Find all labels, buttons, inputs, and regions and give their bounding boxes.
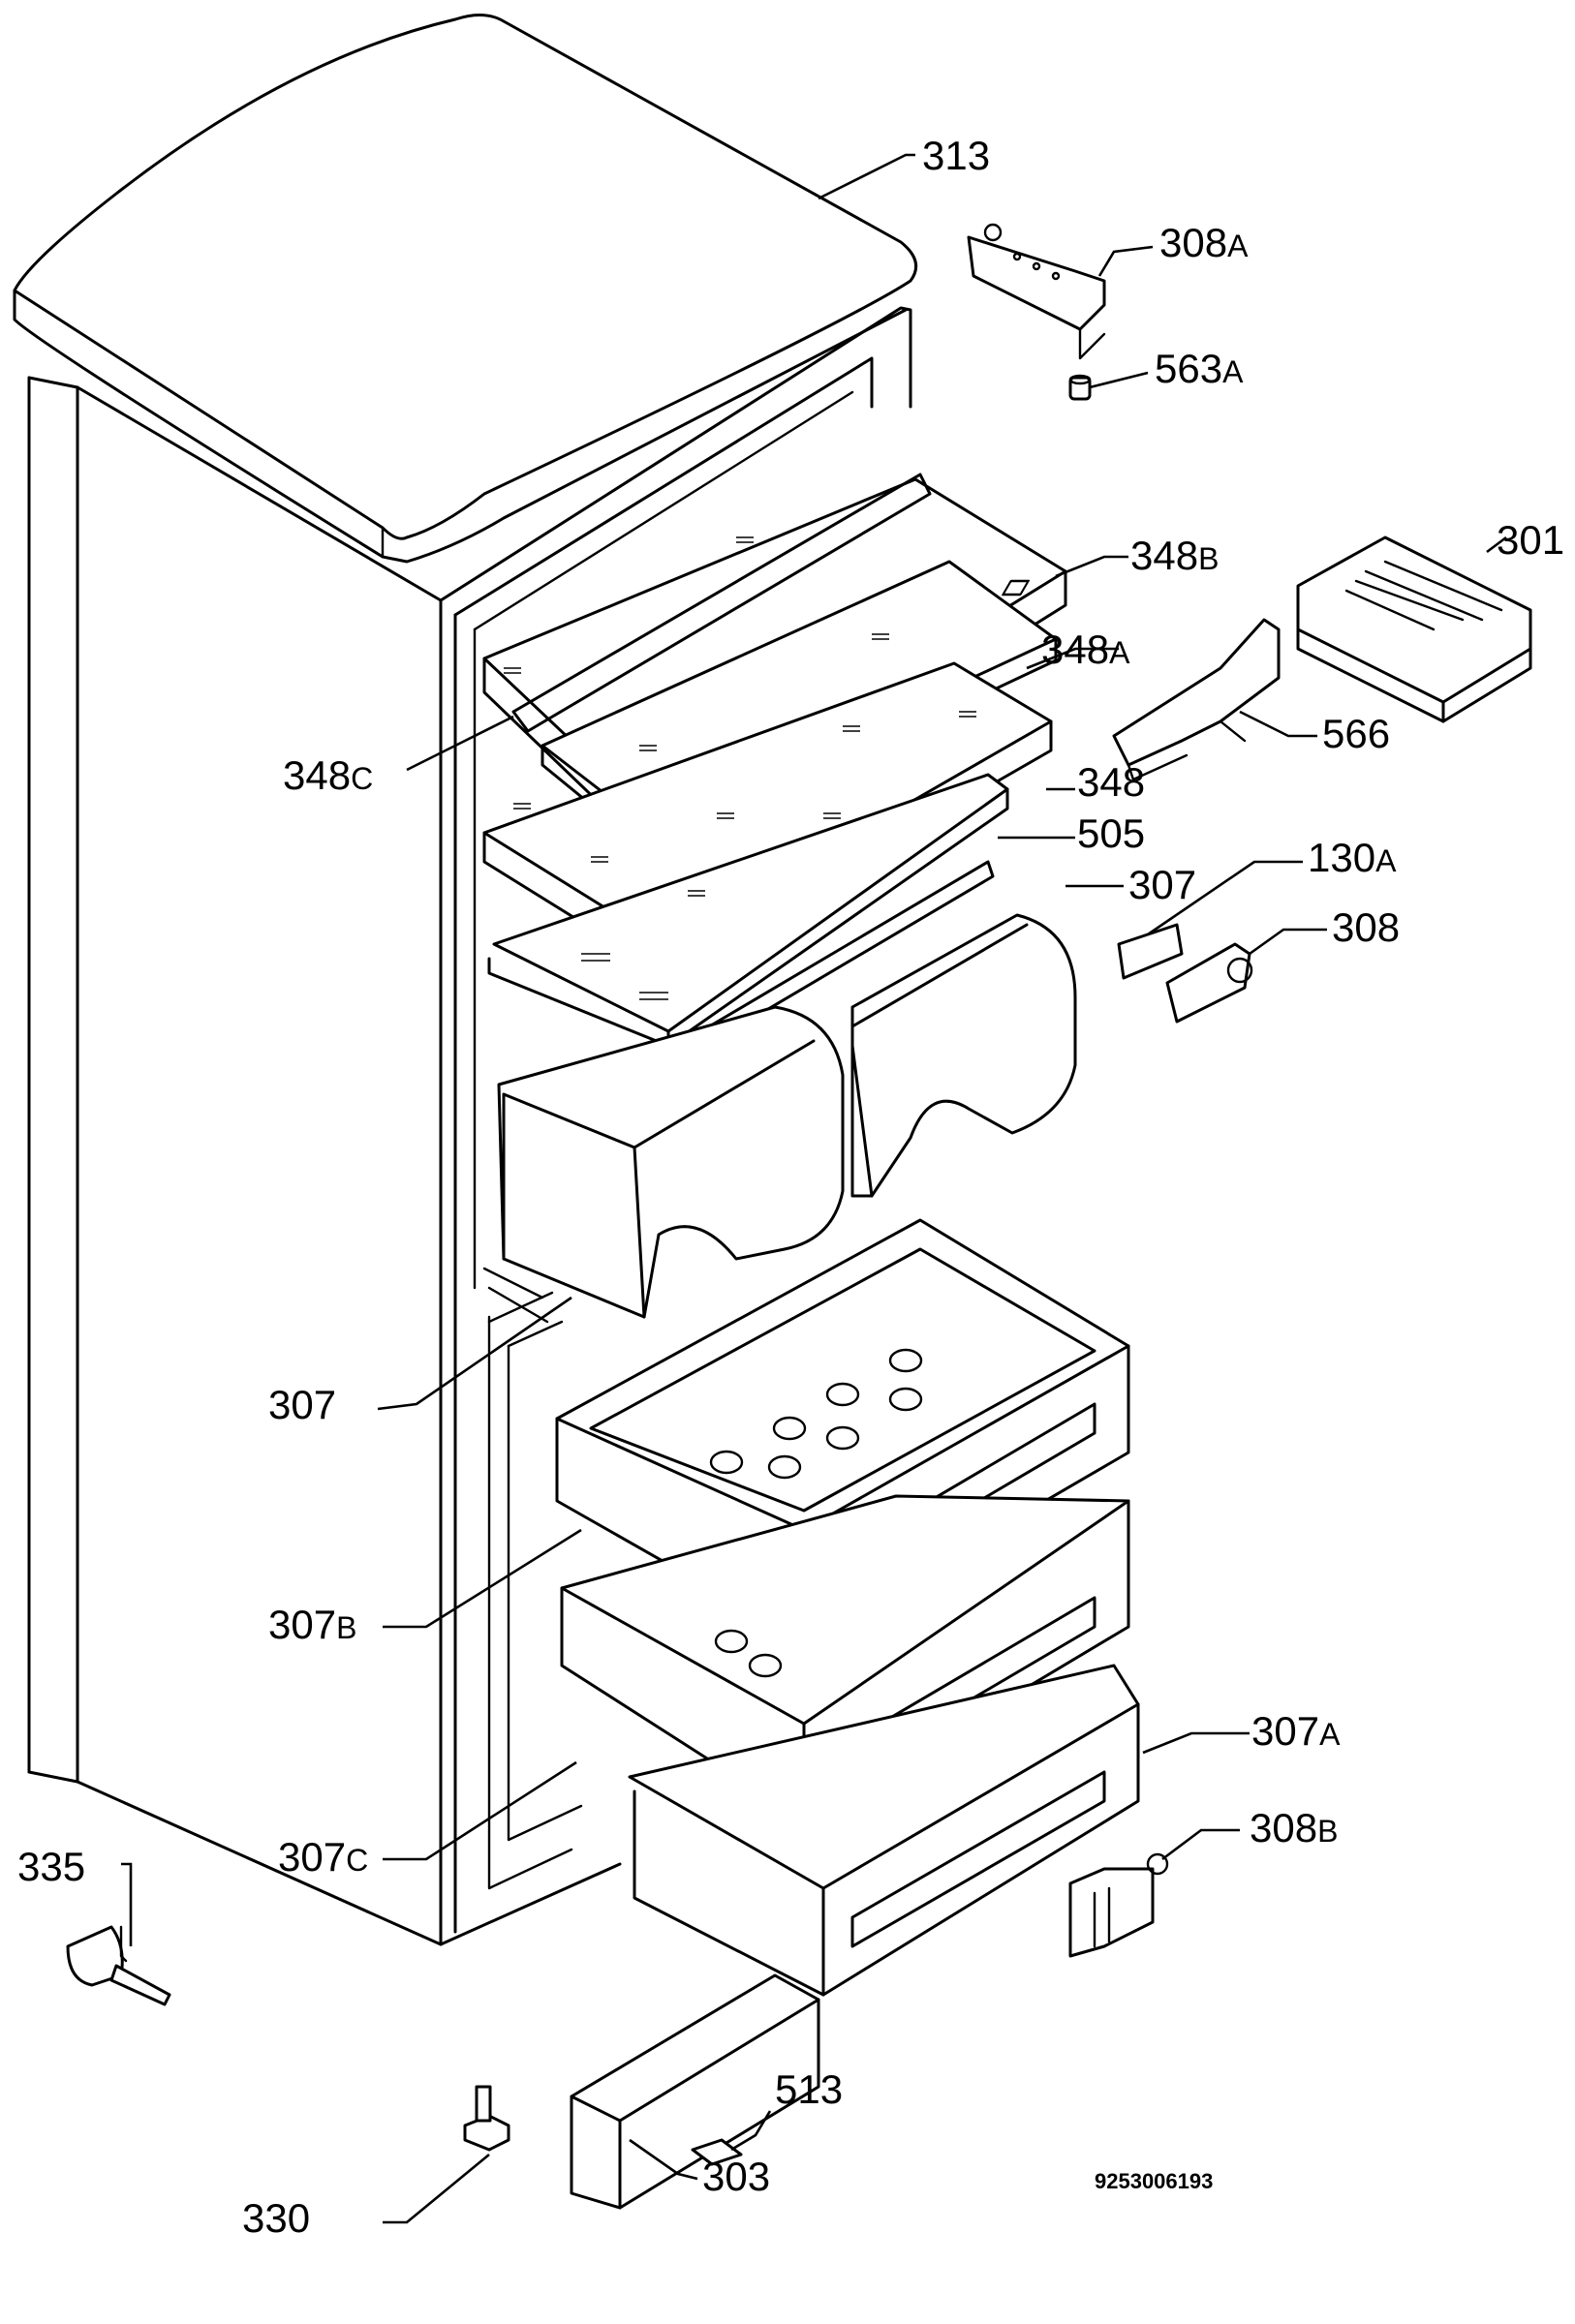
label-307a: 307A <box>1251 1708 1341 1754</box>
label-308a: 308A <box>1159 220 1249 265</box>
drawer-307-left <box>497 1005 845 1319</box>
ice-tray-301 <box>1002 535 1532 723</box>
refrigerator-cabinet <box>27 306 912 1946</box>
label-301: 301 <box>1497 517 1564 563</box>
drawer-holes <box>709 1348 923 1480</box>
glass-markings <box>504 536 976 1000</box>
hinge-335 <box>66 1925 171 2006</box>
label-330: 330 <box>242 2195 310 2241</box>
label-307c: 307C <box>278 1834 368 1880</box>
part-labels: 313 308A 563A 301 348B 348A 566 348C 348… <box>17 133 1564 2241</box>
label-348a: 348A <box>1041 627 1130 672</box>
label-513: 513 <box>775 2066 843 2112</box>
label-348c: 348C <box>283 752 373 798</box>
label-308: 308 <box>1332 904 1400 950</box>
label-505: 505 <box>1077 810 1145 856</box>
label-303: 303 <box>702 2154 770 2199</box>
hinge-308 <box>1165 942 1253 1024</box>
leader-lines <box>121 153 1507 2224</box>
drawer-307-right <box>850 913 1077 1198</box>
bushing-563a <box>1068 374 1092 401</box>
top-cover-313 <box>13 14 918 564</box>
hinge-308a <box>967 223 1106 360</box>
glass-cover-505 <box>487 773 1009 1067</box>
label-348b: 348B <box>1130 533 1219 578</box>
label-130a: 130A <box>1308 835 1397 880</box>
ice-scoop-566 <box>1112 618 1281 781</box>
diagram-code: 9253006193 <box>1095 2169 1213 2193</box>
cover-130a <box>1117 923 1184 980</box>
label-563a: 563A <box>1155 346 1244 391</box>
label-566: 566 <box>1322 711 1390 756</box>
part-513 <box>691 2138 743 2166</box>
label-335: 335 <box>17 1844 85 1889</box>
foot-330 <box>463 2085 510 2152</box>
label-308b: 308B <box>1250 1805 1338 1850</box>
label-313: 313 <box>922 133 990 178</box>
drawer-307a <box>628 1664 1140 1997</box>
hinge-308b <box>1068 1852 1169 1958</box>
label-307: 307 <box>1128 862 1196 907</box>
ice-tray-cells <box>1002 560 1503 631</box>
label-348: 348 <box>1077 759 1145 805</box>
label-307-left: 307 <box>268 1382 336 1427</box>
label-307b: 307B <box>268 1602 356 1647</box>
plinth-303 <box>570 1973 820 2210</box>
